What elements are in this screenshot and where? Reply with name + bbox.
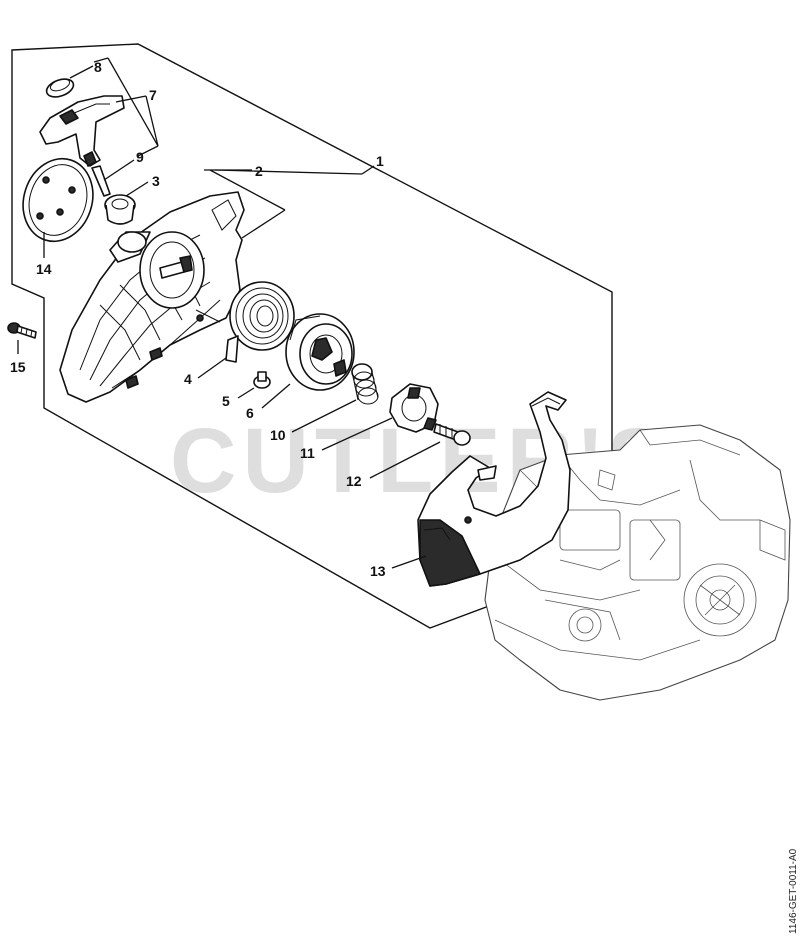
callout-7: 7 — [149, 87, 157, 103]
part-7-handle — [39, 95, 125, 167]
callout-6: 6 — [246, 405, 254, 421]
callout-8: 8 — [94, 59, 102, 75]
part-5-screw — [253, 371, 271, 389]
engine-housing — [484, 424, 791, 701]
callout-11: 11 — [300, 445, 315, 461]
part-9-rope — [91, 165, 111, 197]
drawing-code: 1146-GET-0011-A0 — [788, 848, 799, 934]
callout-3: 3 — [152, 173, 160, 189]
leader-lines — [17, 57, 441, 569]
assembly-boundary — [11, 43, 613, 629]
part-6-rope-rotor — [285, 313, 355, 391]
part-8-cap — [45, 78, 75, 98]
callout-10: 10 — [270, 427, 286, 443]
part-11-ratchet — [389, 383, 439, 433]
callout-12: 12 — [346, 473, 362, 489]
part-14-plate — [22, 157, 94, 243]
callout-15: 15 — [10, 359, 26, 375]
callout-2: 2 — [255, 163, 263, 179]
part-15-screw — [7, 322, 37, 339]
part-13-cover — [417, 391, 571, 587]
callout-labels: 1 2 3 4 5 6 7 8 9 10 11 12 13 14 15 — [10, 59, 386, 579]
callout-13: 13 — [370, 563, 386, 579]
callout-5: 5 — [222, 393, 230, 409]
part-12-screw — [433, 423, 471, 446]
part-2-fan-housing — [59, 191, 245, 403]
callout-14: 14 — [36, 261, 52, 277]
part-4-rewind-spring — [225, 281, 295, 363]
part-3-grommet — [104, 194, 136, 225]
callout-9: 9 — [136, 149, 144, 165]
part-10-spring — [351, 363, 379, 405]
callout-1: 1 — [376, 153, 384, 169]
callout-4: 4 — [184, 371, 192, 387]
